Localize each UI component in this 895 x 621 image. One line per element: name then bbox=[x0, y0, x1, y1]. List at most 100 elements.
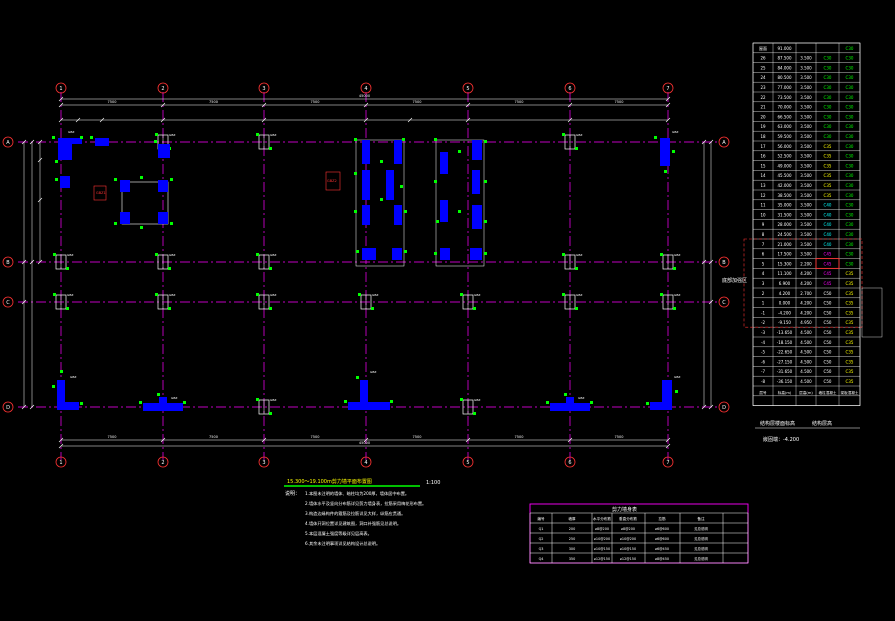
axis-bubble-row bbox=[2, 401, 14, 413]
axis-bubble-row bbox=[718, 136, 730, 148]
axis-label-col: 7 bbox=[666, 86, 669, 92]
notes-label: 说明： bbox=[285, 490, 300, 497]
floor-table-grade-slab: C30 bbox=[846, 114, 854, 119]
dim-tick bbox=[261, 102, 267, 108]
floor-table-elev: 11.100 bbox=[778, 271, 792, 276]
axis-label-col: 5 bbox=[466, 86, 469, 92]
floor-table-level: 7 bbox=[762, 242, 765, 247]
floor-table-grade-wall: C50 bbox=[824, 340, 832, 345]
floor-table-elev: 15.300 bbox=[778, 261, 792, 266]
annotation-tag bbox=[269, 267, 272, 270]
plan-scale: 1:100 bbox=[426, 480, 440, 486]
floor-table-footer: 层高(m) bbox=[799, 390, 813, 395]
floor-table-grade-slab: C35 bbox=[846, 310, 854, 315]
floor-table-level: -3 bbox=[761, 330, 765, 335]
wall-segment bbox=[440, 152, 448, 174]
note-line: 6.其余未注明事项详见结构设计总说明。 bbox=[305, 540, 380, 547]
floor-table-height: 3.500 bbox=[800, 173, 812, 178]
axis-label-col: 4 bbox=[364, 460, 367, 466]
wall-table-header: 编号 bbox=[537, 516, 545, 521]
annotation-tag bbox=[664, 170, 667, 173]
wall-table-title: 剪力墙身表 bbox=[612, 506, 637, 513]
floor-table-level: -7 bbox=[761, 369, 765, 374]
wall-segment bbox=[159, 397, 167, 411]
wall-table-cell: 见总说明 bbox=[694, 546, 708, 551]
floor-table-level: -2 bbox=[761, 320, 765, 325]
dim-tick bbox=[567, 117, 573, 123]
floor-table-level: -6 bbox=[761, 359, 765, 364]
wall-table-cell: ⌀10@150 bbox=[594, 547, 610, 551]
floor-table-elev: -36.150 bbox=[777, 379, 793, 384]
dim-tick-v bbox=[37, 139, 43, 145]
annotation-tag bbox=[458, 210, 461, 213]
wall-table-cell: ⌀12@150 bbox=[594, 557, 610, 561]
floor-table-sub-caption: 嵌固端：-4.200 bbox=[763, 436, 799, 443]
floor-table-grade-wall: C50 bbox=[824, 350, 832, 355]
dim-tick-v bbox=[708, 299, 714, 305]
dim-tick-v bbox=[21, 259, 27, 265]
floor-table-height: 3.500 bbox=[800, 193, 812, 198]
axis-bubble-col bbox=[360, 456, 372, 468]
floor-table-level: 19 bbox=[760, 124, 766, 129]
floor-table-grade-wall: C40 bbox=[824, 212, 832, 217]
dim-tick bbox=[58, 96, 64, 102]
wall-table-cell: Q4 bbox=[539, 557, 544, 561]
annotation-tag bbox=[404, 250, 407, 253]
dim-tick bbox=[567, 437, 573, 443]
annotation-tag bbox=[672, 150, 675, 153]
wall-table-cell: ⌀8@450 bbox=[655, 557, 669, 561]
floor-table-grade-slab: C35 bbox=[846, 369, 854, 374]
annotation-tag bbox=[473, 307, 476, 310]
annotation-tag bbox=[354, 210, 357, 213]
dim-text: 45000 bbox=[359, 94, 370, 98]
floor-table-elev: -18.150 bbox=[777, 340, 793, 345]
dim-tick bbox=[665, 437, 671, 443]
core-label: GBZ1 bbox=[96, 191, 106, 195]
floor-table-level: 屋面 bbox=[759, 45, 767, 51]
axis-label-row: D bbox=[722, 405, 726, 411]
floor-table-grade-slab: C35 bbox=[846, 340, 854, 345]
floor-table-zone-box bbox=[743, 238, 863, 328]
floor-table-height: 3.500 bbox=[800, 95, 812, 100]
annotation-tag bbox=[170, 222, 173, 225]
wall-tag-text: GBZ bbox=[576, 253, 582, 257]
axis-bubble-row bbox=[718, 296, 730, 308]
floor-table-level: 9 bbox=[762, 222, 765, 227]
floor-table-grade-slab: C30 bbox=[846, 173, 854, 178]
annotation-tag bbox=[80, 136, 83, 139]
floor-table-grade-wall: C30 bbox=[824, 56, 832, 61]
floor-table-height: 2.700 bbox=[800, 291, 812, 296]
axis-label-col: 1 bbox=[59, 86, 62, 92]
axis-label-row: B bbox=[722, 260, 726, 266]
annotation-tag bbox=[80, 402, 83, 405]
dim-tick-v bbox=[708, 404, 714, 410]
dim-tick bbox=[261, 117, 267, 123]
floor-table-grade-slab: C30 bbox=[846, 232, 854, 237]
annotation-tag bbox=[256, 133, 259, 136]
annotation-tag bbox=[52, 136, 55, 139]
floor-table-grade-slab: C30 bbox=[846, 212, 854, 217]
wall-tag-text: GBZ bbox=[576, 133, 582, 137]
annotation-tag bbox=[575, 147, 578, 150]
dim-tick bbox=[75, 117, 81, 123]
floor-table-grade-slab: C30 bbox=[846, 124, 854, 129]
floor-table-elev: 84.000 bbox=[778, 65, 792, 70]
floor-table-level: 11 bbox=[760, 203, 766, 208]
annotation-tag bbox=[484, 252, 487, 255]
floor-table-level: 10 bbox=[760, 212, 766, 217]
floor-table-level: -4 bbox=[761, 340, 765, 345]
wall-segment bbox=[362, 140, 370, 164]
floor-table-level: 1 bbox=[762, 301, 765, 306]
floor-table-current-mark bbox=[815, 258, 840, 269]
wall-segment bbox=[440, 200, 448, 222]
wall-tag-text: GBZ bbox=[674, 253, 680, 257]
annotation-tag bbox=[402, 138, 405, 141]
annotation-tag bbox=[575, 267, 578, 270]
wall-table-cell: Q1 bbox=[539, 527, 544, 531]
floor-table-height: 3.500 bbox=[800, 222, 812, 227]
floor-table-height: 3.500 bbox=[800, 212, 812, 217]
annotation-tag bbox=[344, 400, 347, 403]
wall-segment bbox=[57, 402, 79, 410]
annotation-tag bbox=[460, 398, 463, 401]
